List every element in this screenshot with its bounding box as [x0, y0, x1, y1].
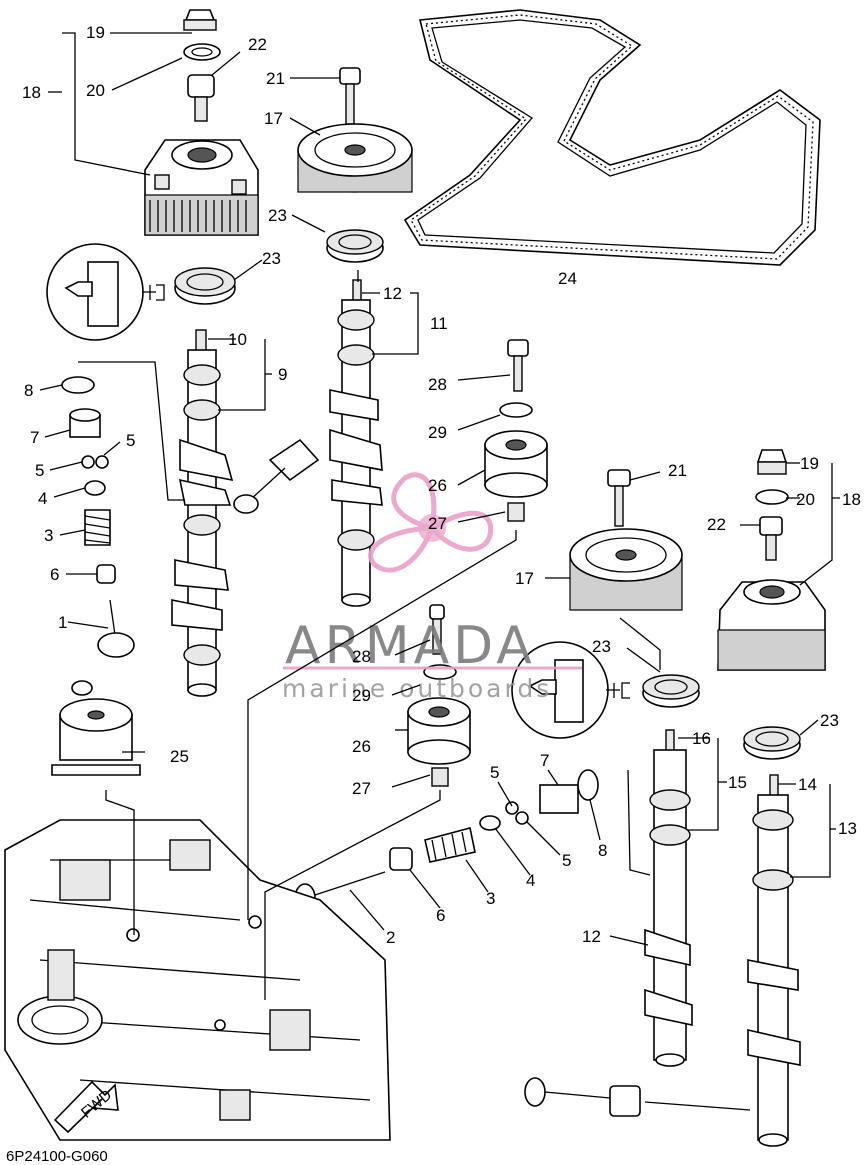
cam-sprocket-right	[569, 469, 683, 611]
label-17-center: 17	[264, 109, 283, 128]
pulley-lower	[407, 604, 471, 787]
label-11: 11	[430, 314, 448, 333]
label-12-right: 12	[582, 927, 601, 946]
label-14: 14	[798, 775, 817, 794]
label-5-lower-b: 5	[562, 851, 571, 870]
timing-belt	[403, 9, 821, 266]
valve-assembly-right	[524, 1077, 641, 1117]
oil-seal-right-top	[642, 674, 700, 708]
label-7-left: 7	[30, 428, 39, 447]
label-29-lower: 29	[352, 686, 371, 705]
camshaft-right-inner	[644, 729, 693, 1067]
valve-stack-left	[61, 376, 135, 658]
watermark-subtitle: marine outboards	[282, 674, 552, 703]
oil-seal-left	[174, 267, 236, 305]
sealant-inset-right	[511, 641, 630, 739]
label-12-center: 12	[383, 284, 402, 303]
camshaft-right-outer	[747, 774, 801, 1147]
label-10: 10	[228, 330, 247, 349]
label-28-upper: 28	[428, 375, 447, 394]
label-22-right: 22	[707, 515, 726, 534]
label-13: 13	[838, 819, 857, 838]
label-18-left: 18	[22, 83, 41, 102]
label-22-left: 22	[248, 35, 267, 54]
label-8-lower: 8	[598, 841, 607, 860]
label-29-upper: 29	[428, 423, 447, 442]
label-27-upper: 27	[428, 514, 447, 533]
label-1: 1	[58, 613, 67, 632]
label-23-left: 23	[262, 249, 281, 268]
callout-labels: 19 22 18 20 21 17 23 23 24 12 11 10 9 28…	[6, 23, 861, 1165]
valve-assembly-center	[233, 438, 320, 514]
label-6-lower: 6	[436, 906, 445, 925]
label-24: 24	[558, 269, 577, 288]
cam-phaser-left	[144, 9, 259, 236]
sealant-inset-left	[46, 243, 165, 341]
cylinder-head	[4, 819, 391, 1141]
label-7-lower: 7	[540, 751, 549, 770]
label-23-right-top: 23	[592, 637, 611, 656]
label-26-upper: 26	[428, 476, 447, 495]
label-23-right-lower: 23	[820, 711, 839, 730]
pulley-upper	[484, 339, 548, 522]
watermark-brand: ARMADA	[285, 616, 536, 676]
label-3-left: 3	[44, 526, 53, 545]
label-3-lower: 3	[486, 889, 495, 908]
label-4-left: 4	[38, 489, 47, 508]
label-6-left: 6	[50, 565, 59, 584]
label-26-lower: 26	[352, 737, 371, 756]
label-4-lower: 4	[526, 871, 535, 890]
label-20-left: 20	[86, 81, 105, 100]
label-5-lower-a: 5	[490, 763, 499, 782]
armada-watermark: ARMADA marine outboards	[282, 472, 582, 703]
label-21-center: 21	[266, 69, 285, 88]
cam-phaser-right	[717, 449, 826, 671]
label-25: 25	[170, 747, 189, 766]
label-8-left: 8	[24, 381, 33, 400]
label-28-lower: 28	[352, 647, 371, 666]
label-5-left-a: 5	[126, 431, 135, 450]
label-17-right: 17	[515, 569, 534, 588]
belt-tensioner	[51, 680, 141, 776]
label-27-lower: 27	[352, 779, 371, 798]
label-21-right: 21	[668, 461, 687, 480]
label-20-right: 20	[796, 490, 815, 509]
label-23-center: 23	[268, 206, 287, 225]
label-19-left: 19	[86, 23, 105, 42]
diagram-code: 6P24100-G060	[6, 1148, 108, 1165]
valve-stack-lower	[294, 769, 599, 913]
label-9: 9	[278, 365, 287, 384]
oil-seal-right-lower	[743, 726, 801, 760]
label-18-right: 18	[842, 490, 861, 509]
camshaft-left	[171, 329, 234, 697]
label-5-left-b: 5	[35, 461, 44, 480]
label-15: 15	[728, 773, 747, 792]
label-19-right: 19	[800, 454, 819, 473]
camshaft-center	[329, 279, 383, 607]
cam-sprocket-center	[297, 67, 413, 263]
label-16: 16	[692, 729, 711, 748]
propeller-logo-icon	[368, 472, 494, 573]
label-2: 2	[386, 928, 395, 947]
leader-lines	[39, 32, 840, 1111]
